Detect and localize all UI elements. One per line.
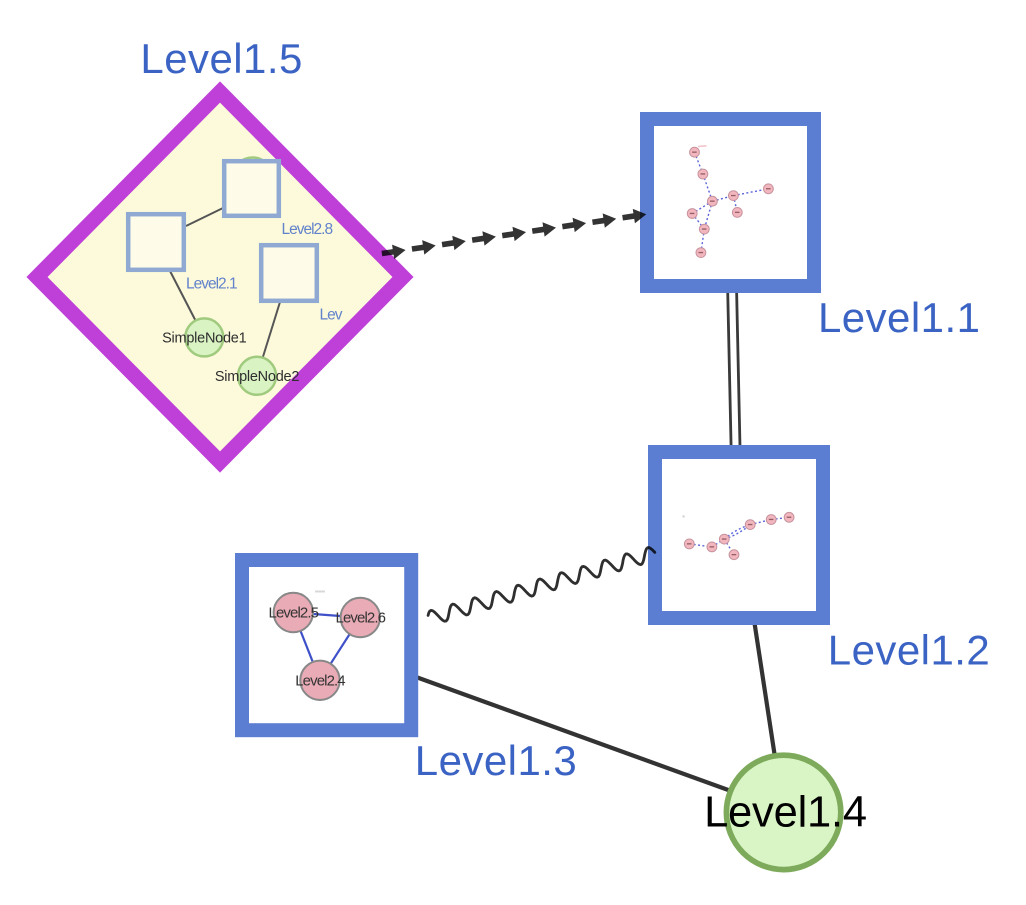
svg-text:Level1.5: Level1.5 xyxy=(140,35,302,82)
svg-text:Level1.4: Level1.4 xyxy=(704,789,867,837)
svg-text:Level2.5: Level2.5 xyxy=(269,605,319,622)
svg-text:Level1.3: Level1.3 xyxy=(415,737,577,784)
svg-text:Level2.6: Level2.6 xyxy=(336,610,386,627)
svg-text:SimpleNode2: SimpleNode2 xyxy=(215,369,299,385)
svg-text:Level1.1: Level1.1 xyxy=(818,294,980,341)
svg-text:Level2.1: Level2.1 xyxy=(186,275,237,292)
svg-text:SimpleNode1: SimpleNode1 xyxy=(162,331,246,347)
svg-text:Level2.4: Level2.4 xyxy=(295,672,345,689)
svg-text:Level1.2: Level1.2 xyxy=(828,627,990,674)
svg-text:Level2.8: Level2.8 xyxy=(282,221,333,238)
svg-text:Lev: Lev xyxy=(320,307,343,324)
